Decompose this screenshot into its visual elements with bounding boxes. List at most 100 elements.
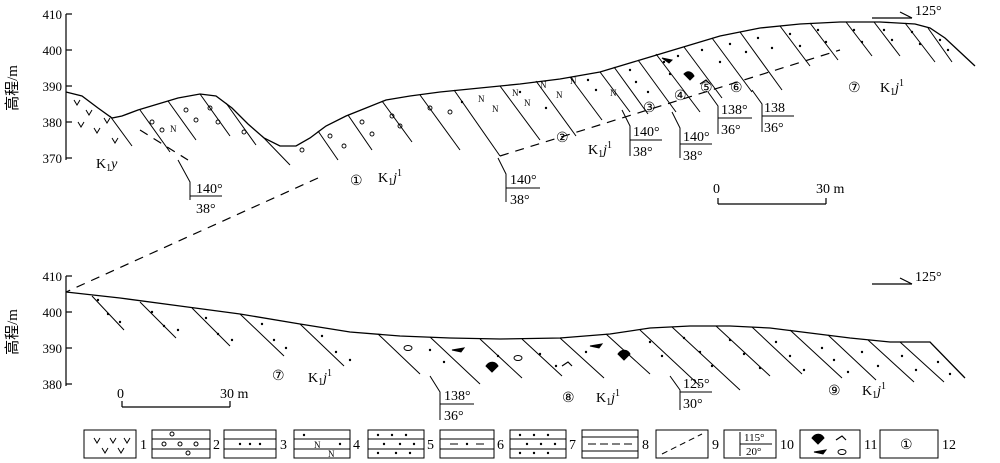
svg-text:N: N bbox=[524, 98, 531, 108]
svg-text:3: 3 bbox=[280, 438, 287, 453]
upper-layer-2: ② bbox=[556, 131, 569, 146]
upper-fossil-symbols bbox=[661, 57, 711, 85]
legend-item-9: 9 bbox=[655, 429, 719, 459]
lower-layer-8: ⑧ bbox=[562, 391, 575, 406]
upper-formation-4: K1j1 bbox=[880, 78, 904, 98]
lower-layer-7: ⑦ bbox=[272, 369, 285, 384]
lower-tick-410: 410 bbox=[43, 269, 63, 284]
upper-volcanic-symbols bbox=[73, 99, 119, 144]
upper-layer-6: ⑥ bbox=[730, 81, 743, 96]
upper-layer-1: ① bbox=[350, 174, 363, 189]
upper-attitude-5-strike: 138° bbox=[721, 103, 748, 118]
upper-attitude-4: 140° 38° bbox=[671, 111, 712, 164]
legend-item-4: NN 4 bbox=[293, 429, 360, 459]
lower-tick-390: 390 bbox=[43, 341, 63, 356]
svg-text:9: 9 bbox=[712, 438, 719, 453]
upper-attitude-1: 140° 38° bbox=[177, 159, 223, 217]
lower-tick-380: 380 bbox=[43, 377, 63, 392]
svg-text:N: N bbox=[328, 449, 335, 459]
lower-y-axis bbox=[65, 275, 72, 386]
upper-tick-390: 390 bbox=[43, 79, 63, 94]
upper-attitude-4-dip: 38° bbox=[683, 149, 703, 164]
upper-layer-3: ③ bbox=[643, 101, 656, 116]
lower-direction-label: 125° bbox=[915, 270, 942, 285]
legend-item-12: ① 12 bbox=[879, 429, 956, 459]
upper-layer-5: ⑤ bbox=[700, 81, 713, 96]
lower-formation-3: K1j1 bbox=[862, 381, 886, 401]
upper-tick-410: 410 bbox=[43, 7, 63, 22]
svg-text:2: 2 bbox=[213, 438, 220, 453]
legend-item-6: 6 bbox=[439, 429, 504, 459]
upper-sandstone-dots bbox=[460, 28, 950, 110]
upper-attitude-2-strike: 140° bbox=[510, 173, 537, 188]
svg-text:6: 6 bbox=[497, 438, 504, 453]
upper-tick-400: 400 bbox=[43, 43, 63, 58]
lower-sandstone-dots bbox=[96, 298, 952, 376]
upper-y-axis-label: 高程/m bbox=[4, 65, 21, 111]
svg-text:N: N bbox=[610, 88, 617, 98]
lower-scale-right: 30 m bbox=[220, 387, 249, 402]
svg-text:N: N bbox=[556, 90, 563, 100]
svg-text:N: N bbox=[478, 94, 485, 104]
upper-layer-7: ⑦ bbox=[848, 81, 861, 96]
upper-scale-bar bbox=[717, 198, 827, 205]
svg-text:N: N bbox=[492, 104, 499, 114]
upper-attitude-6-dip: 36° bbox=[764, 121, 784, 136]
legend-item-5: 5 bbox=[367, 429, 434, 459]
upper-attitude-5: 138° 36° bbox=[707, 91, 752, 138]
upper-layer-4: ④ bbox=[674, 89, 687, 104]
upper-direction-label: 125° bbox=[915, 4, 942, 19]
upper-attitude-6: 138 36° bbox=[751, 89, 794, 136]
upper-n-symbols: NNN NNN NNN bbox=[170, 76, 617, 134]
legend-item-11: 11 bbox=[799, 429, 877, 459]
legend-item-7: 7 bbox=[509, 429, 576, 459]
legend-attitude-strike: 115° bbox=[744, 432, 765, 444]
lower-formation-2: K1j1 bbox=[596, 388, 620, 408]
lower-layer-9: ⑨ bbox=[828, 384, 841, 399]
upper-conglomerate-symbols bbox=[149, 105, 453, 153]
legend-item-1: 1 bbox=[83, 429, 147, 459]
upper-dashed-contact-2 bbox=[139, 129, 189, 161]
svg-text:5: 5 bbox=[427, 438, 434, 453]
svg-text:N: N bbox=[540, 80, 547, 90]
lower-direction-arrow bbox=[872, 277, 913, 285]
lower-attitude-2-dip: 30° bbox=[683, 397, 703, 412]
upper-attitude-3: 140° 38° bbox=[621, 109, 662, 160]
lower-attitude-2-strike: 125° bbox=[683, 377, 710, 392]
upper-scale-right: 30 m bbox=[816, 182, 845, 197]
upper-formation-3: K1j1 bbox=[588, 140, 612, 160]
lower-tick-400: 400 bbox=[43, 305, 63, 320]
upper-attitude-1-dip: 38° bbox=[196, 202, 216, 217]
legend-item-3: 3 bbox=[223, 429, 287, 459]
svg-text:4: 4 bbox=[353, 438, 360, 453]
legend-item-2: 2 bbox=[151, 429, 220, 459]
upper-tick-370: 370 bbox=[43, 151, 63, 166]
lower-attitude-2: 125° 30° bbox=[669, 375, 712, 412]
upper-tick-380: 380 bbox=[43, 115, 63, 130]
upper-attitude-2-dip: 38° bbox=[510, 193, 530, 208]
upper-attitude-3-dip: 38° bbox=[633, 145, 653, 160]
svg-text:N: N bbox=[314, 440, 321, 450]
upper-attitude-5-dip: 36° bbox=[721, 123, 741, 138]
lower-attitude-1: 138° 36° bbox=[429, 375, 474, 424]
lower-y-axis-label: 高程/m bbox=[4, 309, 21, 355]
svg-text:N: N bbox=[570, 76, 577, 86]
svg-text:7: 7 bbox=[569, 438, 576, 453]
upper-direction-arrow bbox=[872, 11, 913, 19]
upper-attitude-6-strike: 138 bbox=[764, 101, 785, 116]
legend: 1 2 3 NN 4 5 bbox=[83, 429, 956, 459]
svg-text:12: 12 bbox=[942, 438, 956, 453]
svg-text:10: 10 bbox=[780, 438, 794, 453]
lower-strata-lines bbox=[91, 295, 945, 391]
legend-item-8: 8 bbox=[581, 429, 649, 459]
upper-section: 410 400 390 380 370 高程/m bbox=[4, 4, 976, 217]
svg-text:11: 11 bbox=[864, 438, 877, 453]
lower-topography-profile bbox=[65, 291, 966, 379]
lower-scale-bar bbox=[121, 401, 231, 408]
lower-fossil-symbols bbox=[403, 343, 631, 373]
connecting-dashed-line bbox=[65, 177, 319, 293]
upper-attitude-1-strike: 140° bbox=[196, 182, 223, 197]
upper-attitude-4-strike: 140° bbox=[683, 130, 710, 145]
legend-layer-sample: ① bbox=[900, 438, 913, 453]
